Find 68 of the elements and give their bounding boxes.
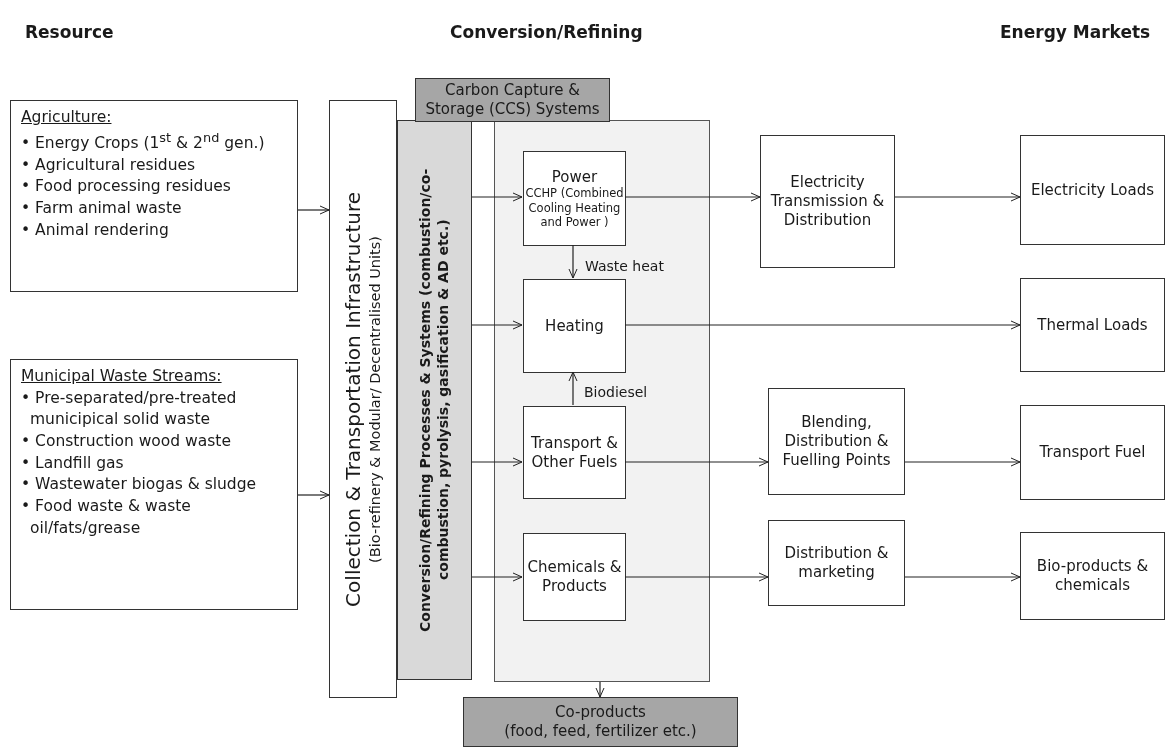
box-text: CCHP (Combined Cooling Heating and Power ): [524, 186, 625, 230]
arrow: [904, 457, 1021, 467]
arrow: [624, 320, 1021, 330]
process-box: [1020, 405, 1165, 500]
process-box: [1020, 135, 1165, 245]
arrow: [624, 192, 761, 202]
box-text: Collection & Transportation Infrastructure (Bio-refinery & Modular/ Decentralised Units): [341, 191, 385, 607]
list-item: • Farm animal waste: [21, 197, 182, 219]
box-text: Co-products: [555, 703, 646, 722]
list-item: • Animal rendering: [21, 219, 169, 241]
process-box: [10, 100, 298, 292]
arrow: [568, 371, 578, 406]
arrow: [568, 244, 578, 279]
process-box: [397, 120, 472, 680]
column-heading: Energy Markets: [1000, 22, 1151, 42]
process-box: [523, 406, 626, 499]
list-item: • Food waste & waste oil/fats/grease: [21, 496, 192, 539]
process-box: [329, 100, 397, 698]
box-text: Carbon Capture & Storage (CCS) Systems: [424, 81, 601, 119]
column-heading: Conversion/Refining: [450, 22, 643, 42]
list-item: • Construction wood waste: [21, 431, 231, 453]
panel-box: [494, 120, 710, 682]
list-item: • Energy Crops (1$^{st}$ & 2$^{nd}$ gen.): [21, 128, 265, 154]
process-box: [523, 151, 626, 246]
box-text: Electricity Loads: [1030, 180, 1155, 200]
box-text: Bio-products & chemicals: [1035, 557, 1150, 595]
list-item: • Landfill gas: [21, 452, 124, 474]
box-text: Blending, Distribution & Fuelling Points: [781, 413, 892, 470]
process-box: [1020, 532, 1165, 620]
list-item: • Pre-separated/pre-treated municipical solid waste: [21, 387, 238, 431]
edge-label: Biodiesel: [584, 384, 648, 400]
list-item: • Food processing residues: [21, 176, 231, 198]
list-heading: Municipal Waste Streams:: [21, 366, 222, 387]
process-box: [10, 359, 298, 610]
box-text: Transport & Other Fuels: [530, 433, 619, 472]
arrow: [624, 457, 769, 467]
list-item: • Agricultural residues: [21, 154, 196, 176]
list-item: • Wastewater biogas & sludge: [21, 474, 257, 496]
arrow: [894, 192, 1021, 202]
process-box: [523, 533, 626, 621]
box-text: Conversion/Refining Processes & Systems (combustion/co-combustion, pyrolysis, gasification & AD etc.): [417, 167, 452, 634]
process-box: [523, 279, 626, 373]
column-heading: Resource: [25, 22, 114, 42]
box-text: Distribution & marketing: [783, 544, 890, 582]
edge-label: Waste heat: [585, 258, 664, 274]
box-text: (food, feed, fertilizer etc.): [504, 722, 697, 741]
arrow: [904, 572, 1021, 582]
box-text: Power: [551, 167, 598, 187]
box-text: Heating: [545, 316, 604, 336]
arrow: [471, 572, 523, 582]
arrow: [471, 457, 523, 467]
process-box: [768, 388, 905, 495]
list-heading: Agriculture:: [21, 107, 112, 128]
arrow: [471, 192, 523, 202]
process-box: [415, 78, 610, 122]
process-box: [768, 520, 905, 606]
arrow: [595, 681, 605, 698]
arrow: [297, 205, 330, 215]
process-box: [760, 135, 895, 268]
box-text: Chemicals & Products: [526, 558, 623, 596]
box-text: Transport Fuel: [1039, 443, 1146, 462]
box-text: Electricity Transmission & Distribution: [769, 173, 886, 230]
arrow: [297, 490, 330, 500]
process-box: [463, 697, 738, 747]
arrow: [624, 572, 769, 582]
arrow: [471, 320, 523, 330]
box-text: Thermal Loads: [1037, 315, 1148, 335]
process-box: [1020, 278, 1165, 372]
